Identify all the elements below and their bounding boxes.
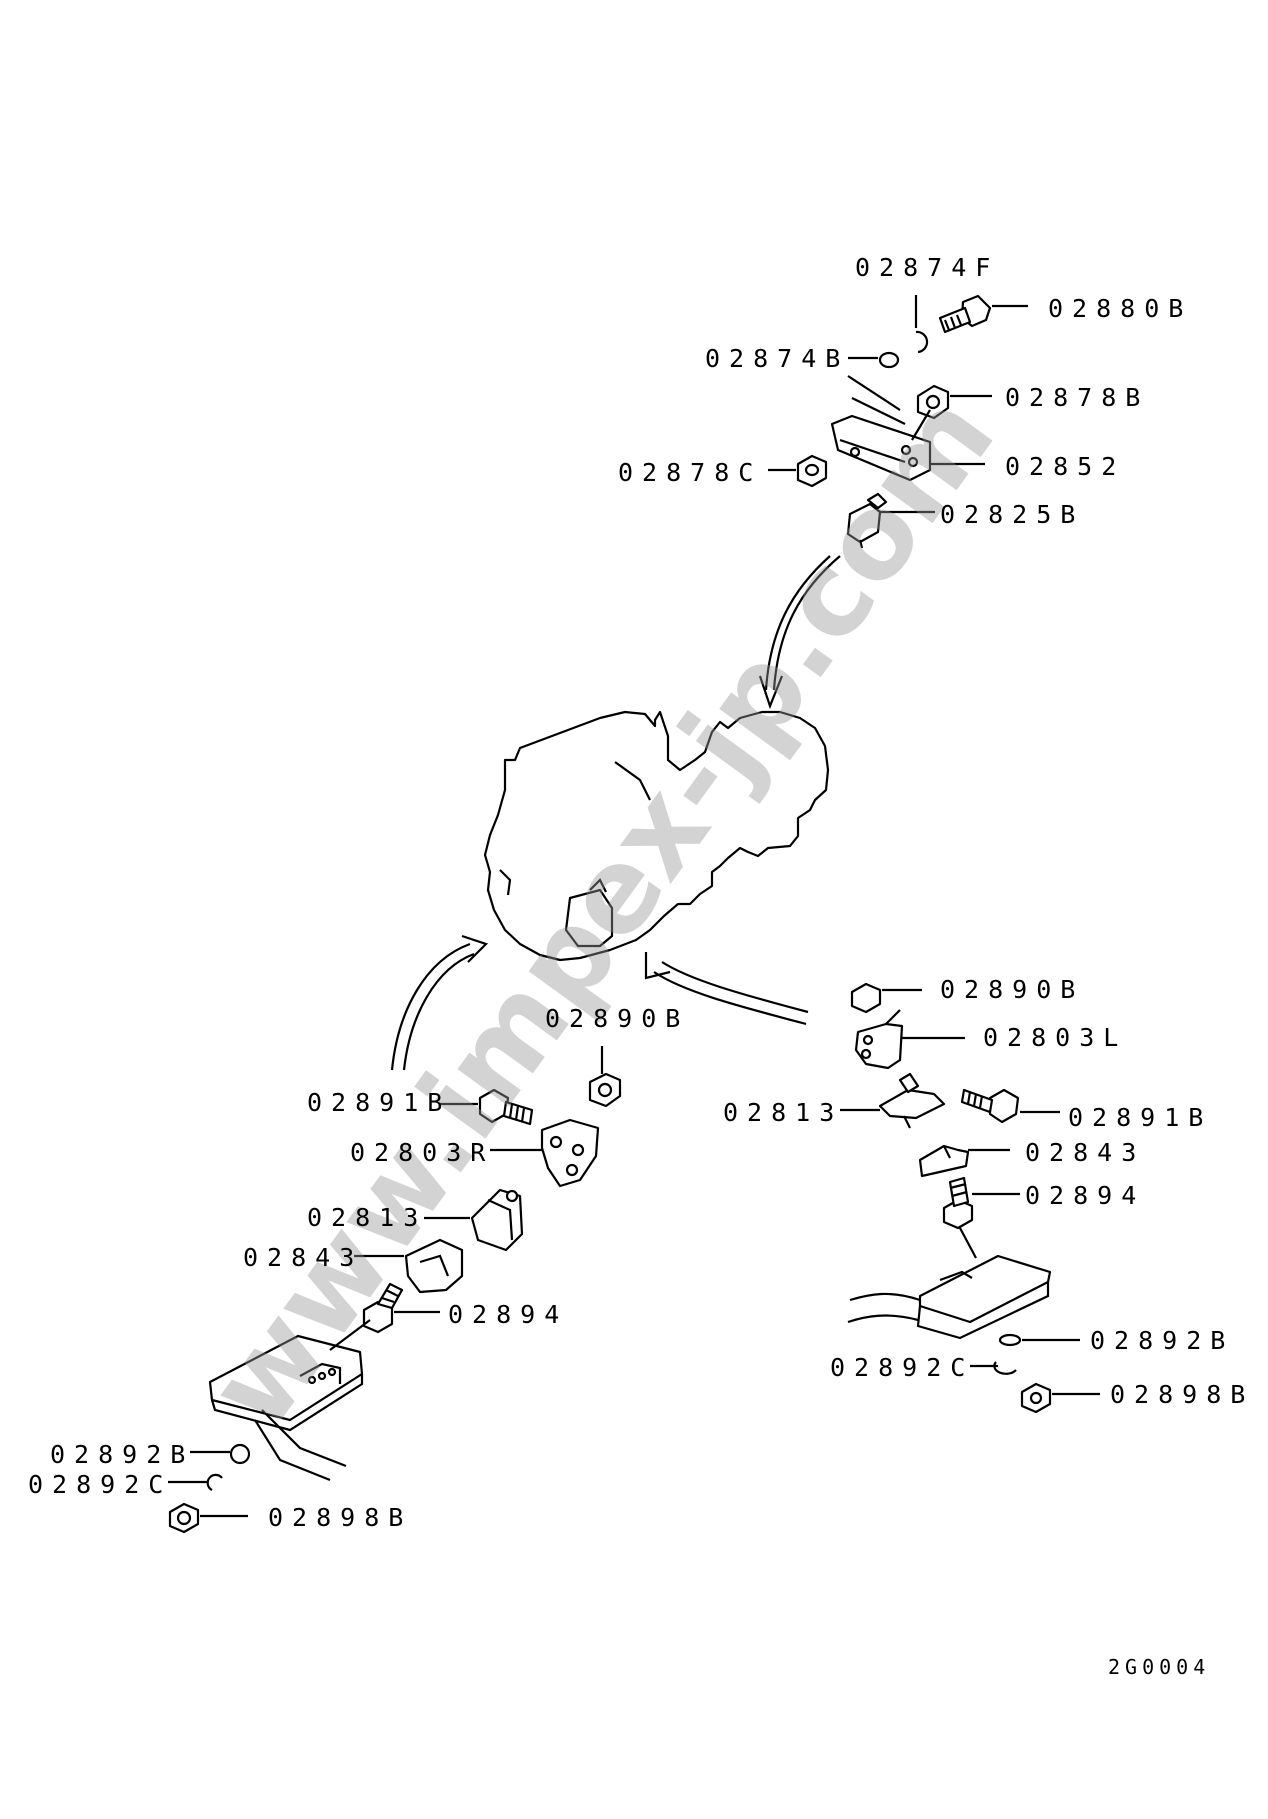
bolt-02891B-right-icon (960, 1088, 1020, 1124)
label-02892B-left: 02892B (50, 1440, 195, 1469)
engine-bracket-detail (564, 888, 614, 948)
nut-02878C-icon (796, 454, 828, 488)
label-02894-left: 02894 (448, 1300, 569, 1329)
label-02803R: 02803R (350, 1138, 495, 1167)
arrow-top (772, 555, 841, 691)
label-02892C-right: 02892C (830, 1353, 975, 1382)
label-02813-left: 02813 (307, 1203, 428, 1232)
label-02813-right: 02813 (723, 1098, 844, 1127)
clip-02874F-icon (915, 330, 929, 354)
label-02803L: 02803L (983, 1023, 1128, 1052)
bolt-02891B-left-icon (478, 1088, 534, 1126)
label-02878B: 02878B (1005, 383, 1150, 412)
label-02898B-right: 02898B (1110, 1380, 1255, 1409)
clip-02892C-left-icon (206, 1473, 223, 1491)
frame-right-icon (847, 1254, 1052, 1340)
label-02874F: 02874F (855, 253, 1000, 282)
plate-02852-icon (830, 414, 932, 482)
label-02852: 02852 (1005, 452, 1126, 481)
label-02892B-right: 02892B (1090, 1326, 1235, 1355)
label-02890B-right: 02890B (940, 975, 1085, 1004)
bracket-02803L-icon (854, 1009, 904, 1070)
label-02825B: 02825B (940, 500, 1085, 529)
label-02891B-right: 02891B (1068, 1103, 1213, 1132)
cushion-02813-left-icon (470, 1188, 524, 1252)
label-02891B-left: 02891B (307, 1088, 452, 1117)
label-02843-left: 02843 (243, 1243, 364, 1272)
label-02874B: 02874B (705, 344, 850, 373)
bracket-02803R-icon (540, 1118, 600, 1188)
cushion-02813-right-icon (878, 1072, 946, 1129)
label-02892C-left: 02892C (28, 1470, 173, 1499)
nut-02890B-left-icon (588, 1072, 622, 1108)
nut-02898B-left-icon (168, 1502, 200, 1534)
bolt-02894-left-icon (362, 1282, 404, 1334)
label-02878C: 02878C (618, 458, 763, 487)
washer-02892B-right-icon (998, 1333, 1022, 1347)
pad-02843-right-icon (918, 1144, 970, 1178)
arrow-left (390, 942, 471, 1071)
nut-02878B-icon (916, 384, 950, 420)
washer-02892B-left-icon (229, 1443, 251, 1465)
label-02843-right: 02843 (1025, 1138, 1146, 1167)
nut-02898B-right-icon (1020, 1382, 1052, 1414)
label-02890B-left: 02890B (545, 1004, 690, 1033)
pad-02843-left-icon (404, 1238, 464, 1294)
washer-02874B-icon (878, 351, 900, 369)
label-02880B: 02880B (1048, 294, 1193, 323)
arrow-right (661, 961, 809, 1014)
frame-left-icon (208, 1334, 364, 1482)
bolt-02825B-icon (846, 492, 888, 544)
drawing-code: 2G0004 (1108, 1655, 1211, 1679)
clip-02892C-right-icon (993, 1361, 1017, 1375)
label-02898B-left: 02898B (268, 1503, 413, 1532)
label-02894-right: 02894 (1025, 1181, 1146, 1210)
bolt-02880B-icon (938, 294, 992, 334)
bolt-02894-right-icon (942, 1176, 974, 1230)
nut-02890B-right-icon (850, 982, 882, 1014)
